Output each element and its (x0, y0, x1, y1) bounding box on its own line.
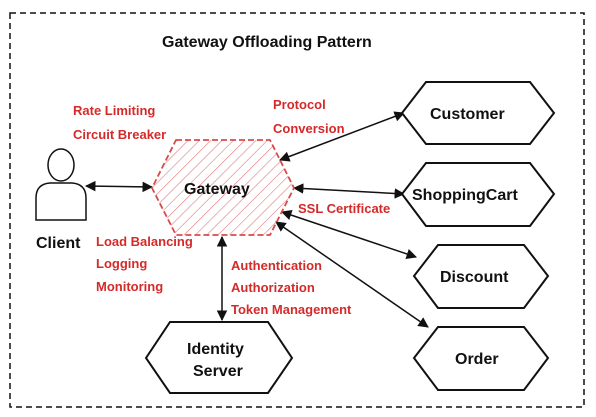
client-label: Client (36, 235, 81, 252)
client-person-icon (35, 148, 87, 221)
shoppingcart-node[interactable] (400, 162, 556, 227)
customer-label: Customer (430, 106, 505, 123)
annotation-authentication: Authentication (231, 258, 322, 273)
annotation-token-management: Token Management (231, 302, 352, 317)
connector-gateway-customer (279, 111, 405, 162)
connector-gateway-order (275, 221, 429, 328)
gateway-node[interactable] (150, 139, 296, 236)
annotation-authorization: Authorization (231, 280, 315, 295)
annotation-conversion: Conversion (273, 121, 345, 136)
annotation-ssl-certificate: SSL Certificate (298, 201, 390, 216)
connector-client-gateway (84, 180, 154, 193)
diagram-title: Gateway Offloading Pattern (162, 34, 372, 51)
outer-frame (9, 12, 585, 408)
discount-label: Discount (440, 269, 509, 286)
annotation-logging: Logging (96, 256, 147, 271)
order-label: Order (455, 351, 499, 368)
annotation-rate-limiting: Rate Limiting (73, 103, 155, 118)
customer-node[interactable] (400, 81, 556, 145)
identity-label-line1: Identity (187, 341, 244, 358)
annotation-monitoring: Monitoring (96, 279, 163, 294)
annotation-protocol: Protocol (273, 97, 326, 112)
connectors (84, 111, 429, 328)
connector-gateway-discount (281, 210, 417, 259)
gateway-label: Gateway (184, 181, 250, 198)
order-node[interactable] (412, 326, 550, 391)
identity-label-line2: Server (193, 363, 243, 380)
annotation-load-balancing: Load Balancing (96, 234, 193, 249)
identity-server-node[interactable] (144, 321, 294, 394)
shoppingcart-label: ShoppingCart (412, 187, 518, 204)
discount-node[interactable] (412, 244, 550, 309)
annotation-circuit-breaker: Circuit Breaker (73, 127, 166, 142)
connector-gateway-shoppingcart (292, 183, 406, 199)
